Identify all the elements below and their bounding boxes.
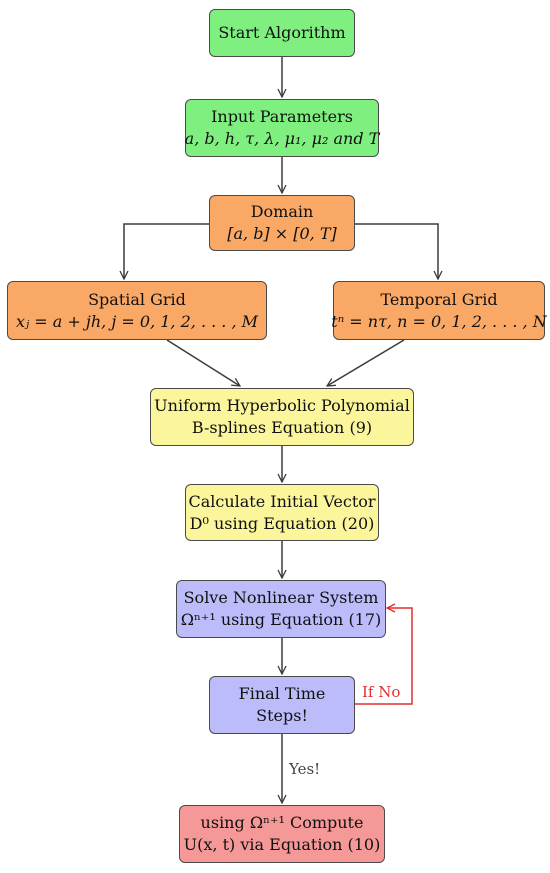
node-compute-line1: using Ωⁿ⁺¹ Compute (200, 813, 364, 832)
node-initial-line1: Calculate Initial Vector (188, 491, 376, 511)
node-solve-line1: Solve Nonlinear System (183, 588, 379, 607)
node-initial-line2: D⁰ using Equation (20) (189, 513, 375, 533)
node-domain-title: Domain (250, 202, 314, 221)
node-temporal-title: Temporal Grid (380, 289, 498, 309)
node-compute-solution: using Ωⁿ⁺¹ Compute U(x, t) via Equation … (179, 805, 385, 863)
node-temporal-formula: tⁿ = nτ, n = 0, 1, 2, . . . , N (331, 311, 547, 331)
node-solve-system: Solve Nonlinear System Ωⁿ⁺¹ using Equati… (176, 580, 386, 638)
node-input-params: a, b, h, τ, λ, μ₁, μ₂ and T (184, 129, 380, 148)
node-start-algorithm: Start Algorithm (209, 9, 355, 57)
node-bspline-line1: Uniform Hyperbolic Polynomial (154, 396, 410, 415)
node-temporal-grid: Temporal Grid tⁿ = nτ, n = 0, 1, 2, . . … (331, 281, 547, 340)
edge-label-yes: Yes! (289, 760, 321, 778)
node-initial-vector: Calculate Initial Vector D⁰ using Equati… (185, 484, 379, 541)
node-compute-line2: U(x, t) via Equation (10) (183, 835, 381, 854)
node-final-line2: Steps! (256, 706, 308, 725)
node-domain: Domain [a, b] × [0, T] (209, 195, 355, 251)
node-input-title: Input Parameters (211, 107, 353, 126)
edge-domain-spatial (124, 223, 209, 279)
node-bspline-line2: B-splines Equation (9) (191, 418, 373, 437)
node-domain-formula: [a, b] × [0, T] (227, 224, 337, 243)
node-spatial-title: Spatial Grid (88, 289, 186, 309)
edge-label-if-no: If No (362, 683, 401, 701)
node-final-time: Final Time Steps! (209, 676, 355, 734)
node-bspline-equation: Uniform Hyperbolic Polynomial B-splines … (150, 388, 414, 446)
node-spatial-grid: Spatial Grid xⱼ = a + jh, j = 0, 1, 2, .… (7, 281, 267, 340)
node-spatial-formula: xⱼ = a + jh, j = 0, 1, 2, . . . , M (15, 311, 259, 331)
edge-domain-temporal (355, 223, 438, 279)
edge-loop-if-no (355, 608, 413, 705)
node-final-line1: Final Time (238, 684, 326, 703)
node-input-parameters: Input Parameters a, b, h, τ, λ, μ₁, μ₂ a… (185, 99, 379, 157)
edge-temporal-bspline (327, 339, 405, 386)
node-start-label: Start Algorithm (218, 23, 346, 42)
node-solve-line2: Ωⁿ⁺¹ using Equation (17) (180, 610, 382, 629)
edge-spatial-bspline (166, 339, 240, 386)
